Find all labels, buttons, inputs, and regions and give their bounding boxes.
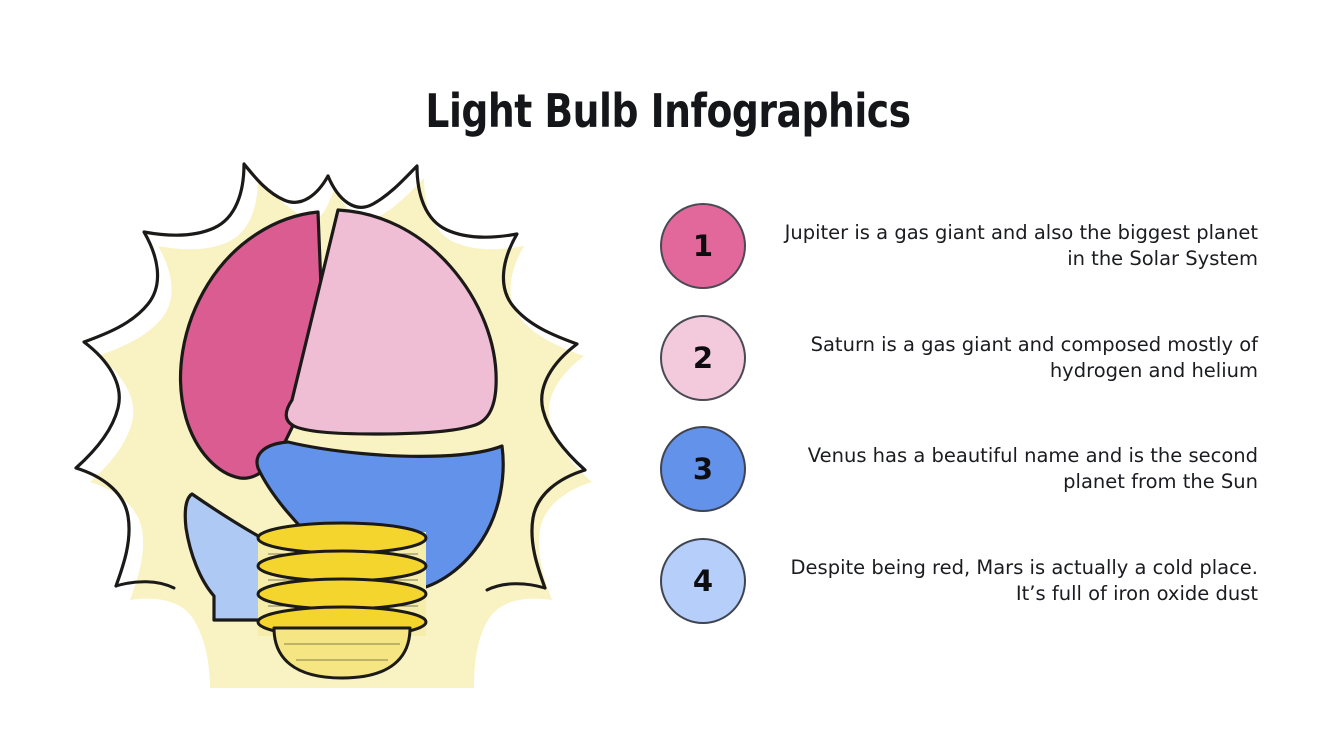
infographic-items-list: 1 Jupiter is a gas giant and also the bi… — [660, 198, 1280, 648]
item-description: Saturn is a gas giant and composed mostl… — [810, 332, 1258, 382]
item-description: Despite being red, Mars is actually a co… — [790, 555, 1258, 605]
list-item[interactable]: 2 Saturn is a gas giant and composed mos… — [660, 310, 1280, 406]
base-rib-top — [256, 521, 428, 555]
bulb-segment-3 — [255, 440, 505, 593]
glow-outline — [326, 164, 587, 590]
bulb-screw-base — [256, 521, 428, 680]
glow-outline-left — [74, 162, 330, 588]
number-badge-label: 3 — [692, 451, 714, 486]
number-badge-2[interactable]: 2 — [660, 315, 746, 401]
number-badge-3[interactable]: 3 — [660, 426, 746, 512]
item-description: Venus has a beautiful name and is the se… — [807, 443, 1258, 493]
page-title: Light Bulb Infographics — [425, 84, 911, 138]
number-badge-label: 1 — [692, 228, 714, 263]
number-badge-label: 4 — [692, 563, 714, 598]
number-badge-label: 2 — [692, 340, 714, 375]
base-tip-lines — [284, 643, 400, 661]
item-description: Jupiter is a gas giant and also the bigg… — [784, 220, 1258, 270]
bulb-segment-2 — [284, 208, 498, 436]
number-badge-1[interactable]: 1 — [660, 203, 746, 289]
base-rib-3 — [256, 577, 428, 611]
list-item[interactable]: 3 Venus has a beautiful name and is the … — [660, 421, 1280, 517]
list-item[interactable]: 1 Jupiter is a gas giant and also the bi… — [660, 198, 1280, 294]
list-item[interactable]: 4 Despite being red, Mars is actually a … — [660, 533, 1280, 629]
glow-outline-bottom-right — [485, 582, 547, 592]
base-rib-2 — [256, 549, 428, 583]
glow-outline-bottom-left — [114, 580, 176, 590]
base-tip — [272, 626, 412, 680]
light-bulb-illustration — [62, 150, 622, 690]
number-badge-4[interactable]: 4 — [660, 538, 746, 624]
